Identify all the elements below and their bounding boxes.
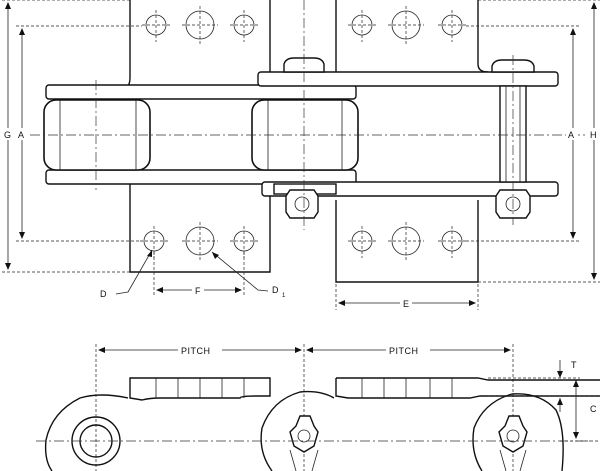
nut-middle [285,189,319,219]
right-attachment-plate-top [335,0,489,74]
link-plate-bottom [45,169,357,185]
link-middle-curve [260,390,335,471]
dim-label-f: F [195,286,201,296]
dim-label-c: C [590,404,597,414]
dim-label-t: T [571,360,577,370]
leader-d [115,249,153,295]
dim-label-a-right: A [568,130,575,140]
pin-head-right [491,59,535,73]
dim-label-d1: D [272,285,279,295]
bolt-right [498,415,528,471]
attachment-flat-right [335,377,600,399]
dim-label-a-left: A [18,130,25,140]
pin-head-middle [283,57,325,73]
bolt-middle [289,415,319,471]
dim-label-g: G [4,130,12,140]
left-attachment-plate-top [100,0,131,93]
link-plate-top [45,84,357,100]
dim-label-pitch-1: PITCH [181,346,211,356]
leader-d1 [211,251,269,292]
link-plate-top-right [257,71,559,87]
holes-bottom-right [348,222,466,262]
dim-label-e: E [403,299,410,309]
dim-label-h: H [590,130,597,140]
top-view: G A A H D F [2,0,600,310]
dim-label-d1-subscript: 1 [282,293,286,299]
dim-label-d: D [100,289,107,299]
dim-label-pitch-2: PITCH [389,346,419,356]
holes-top-right [348,6,466,45]
holes-top-left [142,6,258,45]
side-view: PITCH PITCH [36,344,600,471]
link-right-curve [472,393,564,471]
attachment-flat-left [129,377,271,401]
link-end-left [44,394,129,471]
attachment-ticks [155,378,453,398]
left-attachment-plate-bottom [100,169,271,273]
holes-bottom-left [140,222,258,262]
right-attachment-plate-bottom [335,200,479,283]
